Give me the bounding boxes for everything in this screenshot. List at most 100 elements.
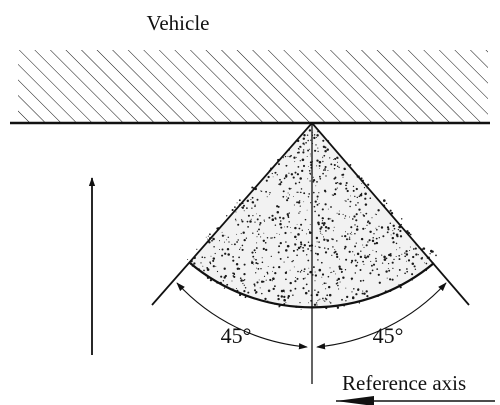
coverage-dot: [282, 217, 285, 220]
coverage-dot: [260, 190, 262, 192]
coverage-dot: [240, 233, 242, 235]
coverage-dot: [266, 271, 269, 274]
coverage-dot: [375, 228, 378, 231]
coverage-dot: [355, 219, 358, 222]
coverage-dot: [261, 257, 263, 259]
coverage-dot: [411, 262, 415, 266]
coverage-dot: [355, 204, 357, 206]
coverage-dot: [314, 289, 316, 291]
coverage-dot: [296, 248, 299, 251]
coverage-dot: [375, 241, 379, 245]
coverage-dot: [227, 236, 230, 239]
angle-arc-left: [176, 282, 308, 350]
coverage-dot: [314, 274, 318, 277]
coverage-dot: [363, 187, 366, 189]
coverage-dot: [320, 261, 323, 264]
coverage-dot: [329, 302, 332, 304]
coverage-dot: [318, 241, 320, 243]
coverage-dot: [414, 268, 417, 270]
coverage-dot: [398, 268, 401, 271]
coverage-dot: [257, 233, 260, 236]
coverage-dot: [273, 236, 276, 239]
coverage-dot: [263, 219, 265, 221]
coverage-dot: [275, 171, 277, 173]
coverage-dot: [202, 265, 204, 267]
coverage-dot: [310, 155, 312, 157]
coverage-dot: [364, 227, 366, 229]
coverage-dot: [308, 302, 309, 304]
coverage-dot: [367, 183, 370, 186]
coverage-dot: [268, 216, 271, 219]
coverage-dot: [335, 253, 339, 256]
coverage-dot: [240, 219, 243, 221]
coverage-dot: [370, 260, 372, 262]
coverage-dot: [338, 210, 340, 212]
coverage-dot: [258, 279, 260, 281]
coverage-dot: [336, 306, 340, 309]
coverage-dot: [415, 253, 418, 256]
coverage-dot: [429, 253, 431, 255]
coverage-dot: [378, 225, 380, 227]
coverage-dot: [256, 281, 259, 284]
coverage-dot: [373, 233, 375, 235]
coverage-dot: [285, 271, 288, 273]
coverage-dot: [332, 246, 334, 248]
coverage-dot: [274, 224, 277, 226]
coverage-dot: [354, 245, 357, 248]
coverage-dot: [315, 185, 317, 187]
coverage-dot: [340, 271, 343, 273]
coverage-dot: [320, 232, 322, 234]
coverage-dot: [253, 283, 256, 286]
coverage-dot: [283, 226, 285, 228]
coverage-dot: [287, 216, 290, 218]
coverage-dot: [361, 182, 363, 184]
coverage-dot: [413, 265, 416, 268]
coverage-dot: [338, 183, 340, 185]
coverage-dot: [314, 245, 316, 247]
coverage-dot: [232, 256, 234, 258]
coverage-dot: [324, 226, 328, 229]
coverage-dot: [346, 189, 349, 193]
coverage-dot: [279, 241, 282, 245]
coverage-dot: [318, 268, 322, 272]
coverage-dot: [253, 264, 255, 265]
coverage-dot: [238, 199, 241, 202]
reference-axis-label: Reference axis: [342, 371, 466, 395]
coverage-dot: [398, 254, 401, 257]
coverage-dot: [371, 239, 375, 243]
coverage-dot: [344, 217, 346, 219]
coverage-dot: [226, 239, 228, 241]
coverage-dot: [345, 184, 347, 187]
coverage-dot: [386, 277, 388, 279]
coverage-dot: [333, 226, 335, 228]
coverage-dot: [352, 185, 355, 188]
coverage-dot: [354, 272, 357, 274]
coverage-dot: [271, 172, 273, 175]
coverage-dot: [296, 223, 298, 225]
coverage-dot: [246, 199, 250, 203]
coverage-dot: [299, 302, 301, 304]
coverage-dot: [278, 306, 280, 308]
coverage-dot: [381, 262, 384, 264]
coverage-dot: [375, 257, 377, 260]
coverage-dot: [316, 304, 318, 306]
coverage-dot: [371, 217, 373, 219]
coverage-dot: [302, 287, 305, 290]
coverage-dot: [267, 175, 270, 179]
coverage-dot: [270, 255, 272, 258]
coverage-dot: [270, 237, 272, 239]
coverage-dot: [308, 169, 311, 172]
coverage-dot: [235, 287, 238, 290]
coverage-dot: [231, 280, 233, 282]
coverage-dot: [264, 221, 266, 222]
coverage-dot: [337, 284, 339, 287]
coverage-dot: [316, 241, 318, 243]
coverage-dot: [390, 252, 392, 255]
coverage-dot: [260, 267, 262, 270]
coverage-dot: [349, 216, 350, 218]
coverage-dot: [238, 256, 240, 259]
coverage-dot: [373, 242, 376, 245]
coverage-dot: [322, 157, 324, 159]
coverage-dot: [392, 224, 395, 227]
